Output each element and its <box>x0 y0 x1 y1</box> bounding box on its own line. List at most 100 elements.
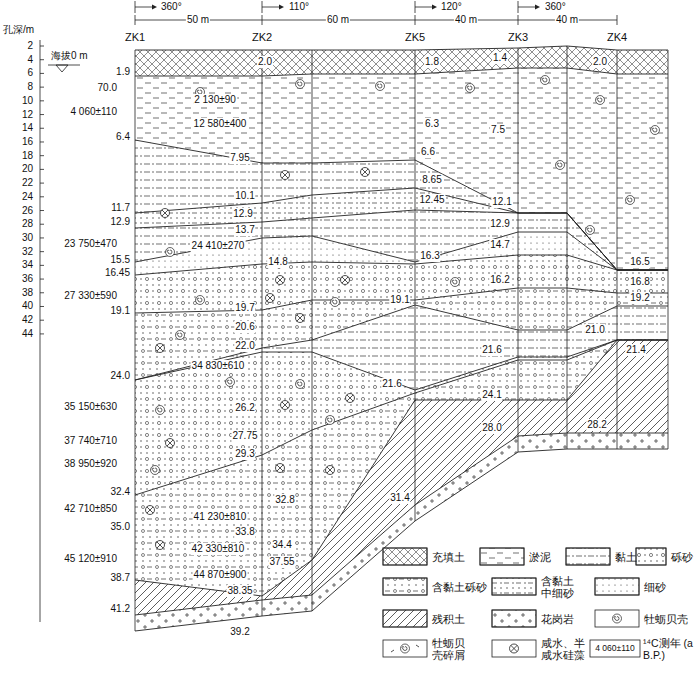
diatom-cross <box>297 315 303 321</box>
depth-label: 16.8 <box>629 276 650 288</box>
axis-label: 海拔0 m <box>50 50 89 62</box>
legend-text: 含黏土砾砂 <box>432 581 487 593</box>
borehole-line <box>262 50 263 616</box>
depth-label: 6.6 <box>420 146 436 158</box>
depth-label: 21.4 <box>625 344 646 356</box>
depth-label: 2 130±90 <box>193 94 237 106</box>
header-label: 40 m <box>555 14 579 26</box>
diatom-symbol <box>156 344 165 353</box>
depth-label: 14.7 <box>489 239 510 251</box>
depth-label: 21.6 <box>481 344 502 356</box>
stratum-boundary <box>135 68 668 76</box>
diatom-symbol <box>156 541 165 550</box>
axis-tick <box>40 265 44 266</box>
header-label: 110° <box>288 1 310 13</box>
legend-swatch <box>383 610 427 627</box>
oyster-spiral <box>452 280 457 284</box>
oyster-spiral <box>297 382 302 386</box>
stratum-boundary <box>135 449 668 631</box>
borehole-line <box>567 46 568 449</box>
diatom-cross <box>347 395 353 401</box>
depth-label: 28.0 <box>481 422 502 434</box>
legend-text: 砾砂 <box>671 551 693 563</box>
depth-label: 8.65 <box>421 174 442 186</box>
depth-label: 42 330±810 <box>191 543 246 555</box>
oyster-spiral <box>614 617 619 621</box>
legend-swatch-pattern <box>595 578 639 595</box>
oyster-symbol <box>331 298 340 307</box>
depth-label: 19.2 <box>629 292 650 304</box>
depth-label: 39.2 <box>229 626 250 638</box>
sea-level-mark <box>56 65 68 72</box>
oyster-symbol <box>466 84 475 93</box>
oyster-spiral <box>402 647 407 651</box>
oyster-symbol <box>651 126 660 135</box>
legend-swatch-pattern <box>383 610 427 627</box>
oyster-spiral <box>597 98 602 102</box>
axis-tick <box>40 155 44 156</box>
depth-label: 41 230±810 <box>193 511 248 523</box>
borehole-line <box>135 50 136 631</box>
oyster-spiral <box>467 86 472 90</box>
stratum-ground <box>135 433 668 631</box>
axis-label: 16 <box>21 136 34 148</box>
axis-tick <box>40 87 44 88</box>
depth-label: 24 410±270 <box>191 240 246 252</box>
legend-swatch <box>383 578 427 595</box>
depth-label: 33.8 <box>234 526 255 538</box>
depth-label: 38 950±920 <box>63 458 118 470</box>
legend-swatch <box>383 548 427 565</box>
depth-label: 16.5 <box>629 256 650 268</box>
depth-label: 21.6 <box>381 378 402 390</box>
axis-label: 36 <box>21 273 34 285</box>
depth-label: 12.9 <box>110 216 131 228</box>
depth-label: 12.9 <box>489 218 510 230</box>
depth-label: 32.8 <box>274 494 295 506</box>
header-label: 40 m <box>454 14 478 26</box>
legend-text: 黏土 <box>615 551 637 563</box>
diatom-cross <box>277 465 283 471</box>
depth-label: 34.4 <box>271 539 292 551</box>
oyster-spiral <box>627 198 632 202</box>
axis-label: 14 <box>21 122 34 134</box>
axis-label: 34 <box>21 259 34 271</box>
diatom-symbol <box>266 294 275 303</box>
depth-label: 1.8 <box>424 56 440 68</box>
diatom-symbol <box>281 171 290 180</box>
stratum-boundary <box>135 188 668 270</box>
legend-swatch-pattern <box>492 610 536 627</box>
diatom-symbol <box>326 466 335 475</box>
depth-label: 10.1 <box>234 190 255 202</box>
axis-tick <box>40 237 44 238</box>
legend-text: 残积土 <box>432 613 465 625</box>
stratum-fill <box>135 433 668 631</box>
oyster-symbol <box>401 644 410 653</box>
stratum-fill <box>135 340 668 615</box>
axis-label: 8 <box>26 81 34 93</box>
axis-tick <box>40 46 44 47</box>
diatom-symbol <box>361 168 370 177</box>
arrow-head <box>279 5 284 10</box>
oyster-spiral <box>542 78 547 82</box>
depth-label: 37 740±710 <box>63 435 118 447</box>
depth-axis <box>40 40 41 622</box>
diatom-cross <box>157 542 163 548</box>
axis-tick <box>40 59 44 60</box>
axis-label: 28 <box>21 218 34 230</box>
depth-label: 29.3 <box>234 448 255 460</box>
diatom-cross <box>327 467 333 473</box>
axis-tick <box>40 128 44 129</box>
axis-tick <box>40 251 44 252</box>
depth-label: 6.4 <box>115 131 131 143</box>
depth-label: 32.4 <box>110 486 131 498</box>
depth-label: 7.5 <box>490 124 506 136</box>
depth-label: 4 060±110 <box>594 642 636 654</box>
header-label: 60 m <box>326 14 350 26</box>
legend-swatch <box>492 578 536 595</box>
depth-label: 2.0 <box>592 56 608 68</box>
axis-label: 26 <box>21 205 34 217</box>
axis-label: 42 <box>21 314 34 326</box>
stratum-boundary <box>135 340 668 390</box>
axis-label: 32 <box>21 246 34 258</box>
header-label: ZK2 <box>251 31 273 43</box>
